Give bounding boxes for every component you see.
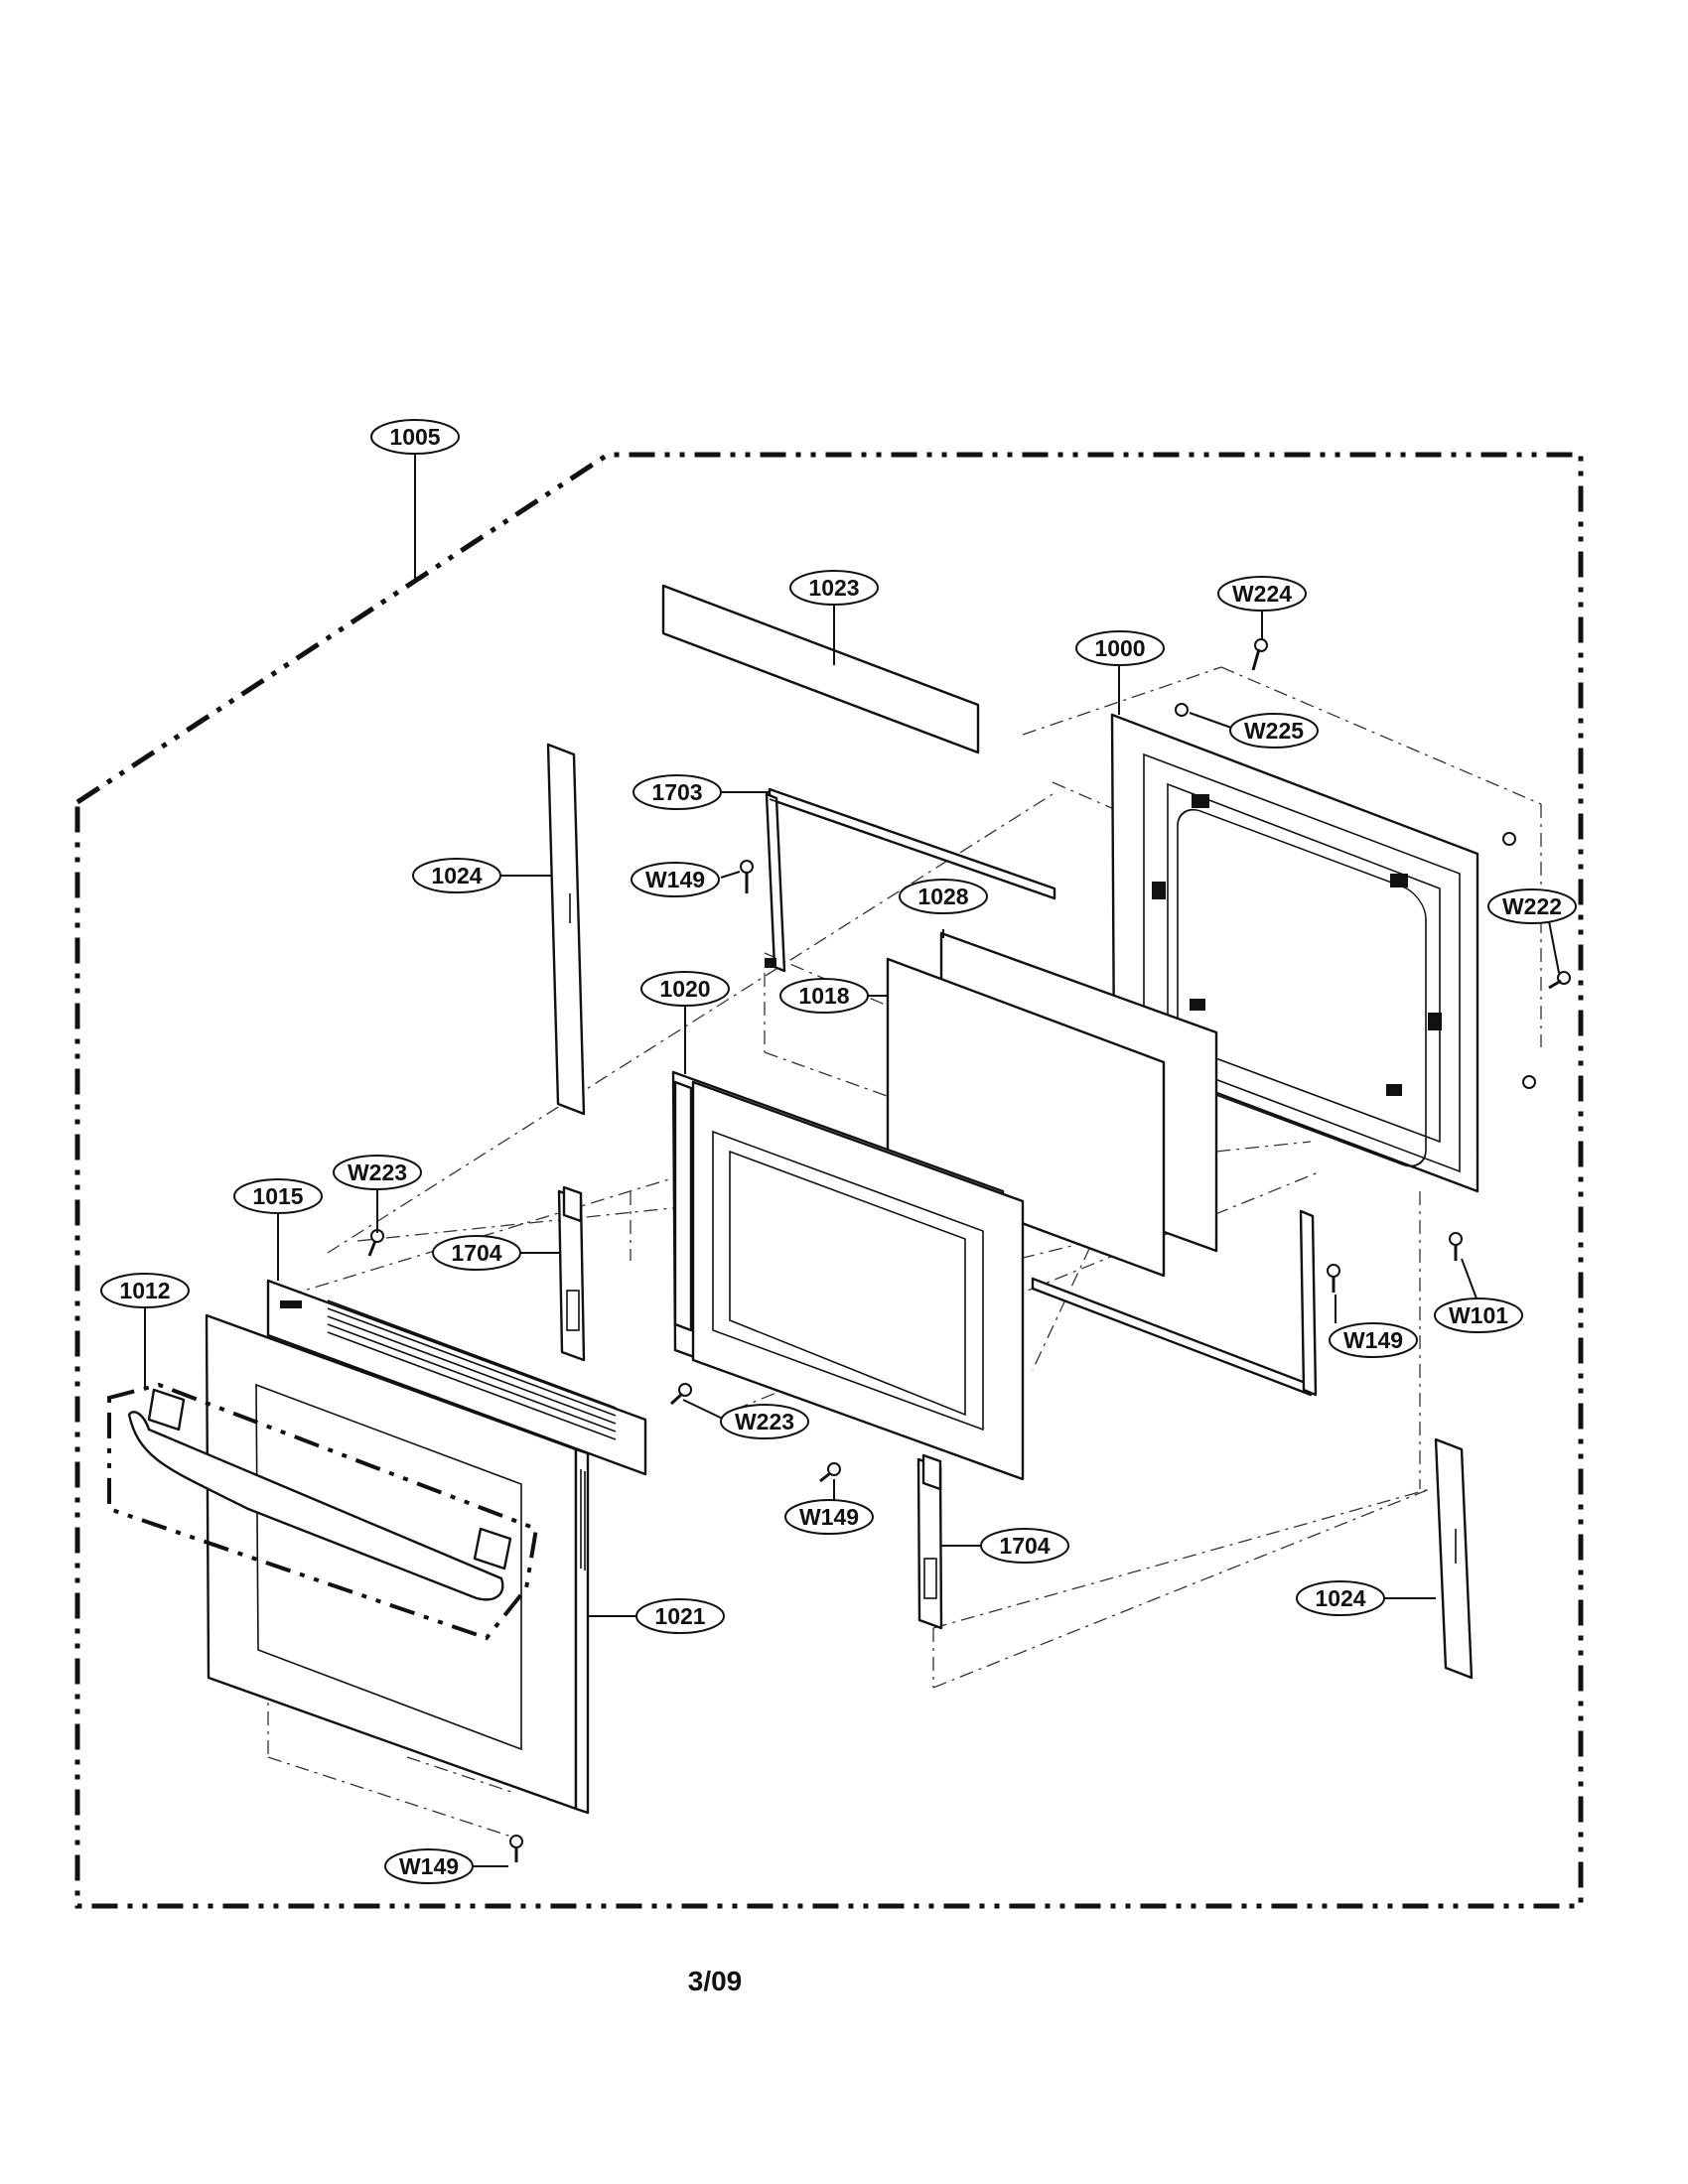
- svg-text:W222: W222: [1502, 893, 1562, 919]
- callout-1704-right: 1704: [980, 1528, 1069, 1564]
- svg-text:1015: 1015: [252, 1183, 303, 1209]
- callout-W149-d: W149: [384, 1848, 474, 1884]
- callout-1000: 1000: [1075, 630, 1165, 666]
- screw-W223-b: [669, 1383, 692, 1406]
- callout-W223-a: W223: [333, 1155, 422, 1190]
- svg-text:1000: 1000: [1094, 635, 1145, 661]
- side-trim-right-1024: [1434, 1437, 1474, 1680]
- svg-text:1024: 1024: [1315, 1585, 1365, 1611]
- screw-W149-a: [740, 860, 754, 893]
- hinge-bracket-top-1703: [765, 787, 1056, 973]
- svg-text:1704: 1704: [999, 1533, 1050, 1559]
- top-trim-strip-1023: [661, 584, 980, 754]
- callout-1024-left: 1024: [412, 858, 501, 893]
- callout-1005: 1005: [370, 419, 460, 455]
- svg-text:W223: W223: [735, 1409, 794, 1434]
- callout-1703: 1703: [633, 774, 722, 810]
- screw-W149-d: [509, 1835, 523, 1862]
- svg-text:1020: 1020: [659, 976, 710, 1002]
- callout-W225: W225: [1229, 713, 1319, 749]
- screw-W223-a: [367, 1229, 384, 1257]
- hinge-bracket-bottom: [1031, 1209, 1318, 1397]
- callout-W149-c: W149: [784, 1499, 874, 1535]
- callout-1023: 1023: [789, 570, 879, 606]
- door-handle-1012: [107, 1382, 539, 1641]
- leader-lines: [144, 452, 1560, 1867]
- fasteners: [367, 638, 1571, 1862]
- svg-text:1018: 1018: [798, 983, 849, 1009]
- callout-1024-right: 1024: [1296, 1580, 1385, 1616]
- svg-text:1028: 1028: [917, 884, 968, 909]
- assembly-boundary: [74, 452, 1584, 1909]
- svg-text:1703: 1703: [651, 779, 702, 805]
- svg-text:1012: 1012: [119, 1278, 170, 1303]
- callout-1018: 1018: [779, 978, 869, 1014]
- screw-W224: [1251, 638, 1268, 671]
- svg-text:W149: W149: [399, 1853, 459, 1879]
- svg-text:W225: W225: [1244, 718, 1304, 744]
- callout-W222: W222: [1487, 888, 1577, 924]
- svg-text:1023: 1023: [808, 575, 859, 601]
- hinge-left-1704: [557, 1185, 586, 1362]
- svg-text:W223: W223: [348, 1160, 407, 1185]
- svg-text:W149: W149: [1343, 1327, 1403, 1353]
- vent-trim-1015: [266, 1279, 647, 1476]
- screw-W222: [1548, 971, 1571, 990]
- screw-W149-b: [1327, 1264, 1340, 1293]
- svg-text:1024: 1024: [431, 863, 482, 888]
- callout-1020: 1020: [640, 971, 730, 1007]
- callout-W223-b: W223: [720, 1404, 809, 1439]
- svg-text:W224: W224: [1232, 581, 1292, 607]
- door-frame-1020: [671, 1070, 1025, 1481]
- page-date-code: 3/09: [687, 1966, 743, 1996]
- callout-1021: 1021: [635, 1598, 725, 1634]
- svg-text:1021: 1021: [654, 1603, 705, 1629]
- svg-text:1704: 1704: [451, 1240, 501, 1266]
- hinge-right-1704: [916, 1453, 943, 1630]
- screw-W149-c: [819, 1462, 841, 1483]
- svg-text:W149: W149: [645, 867, 705, 892]
- callout-W149-a: W149: [631, 862, 720, 897]
- screw-W101: [1449, 1232, 1463, 1261]
- callout-1012: 1012: [100, 1273, 190, 1308]
- callout-1704-left: 1704: [432, 1235, 521, 1271]
- side-trim-left-1024: [546, 743, 586, 1116]
- callout-1015: 1015: [233, 1178, 323, 1214]
- callout-W149-b: W149: [1329, 1322, 1418, 1358]
- svg-text:1005: 1005: [389, 424, 440, 450]
- svg-text:W149: W149: [799, 1504, 859, 1530]
- callout-W224: W224: [1217, 576, 1307, 612]
- callout-1028: 1028: [899, 879, 988, 914]
- svg-text:W101: W101: [1449, 1302, 1508, 1328]
- callout-W101: W101: [1434, 1297, 1523, 1333]
